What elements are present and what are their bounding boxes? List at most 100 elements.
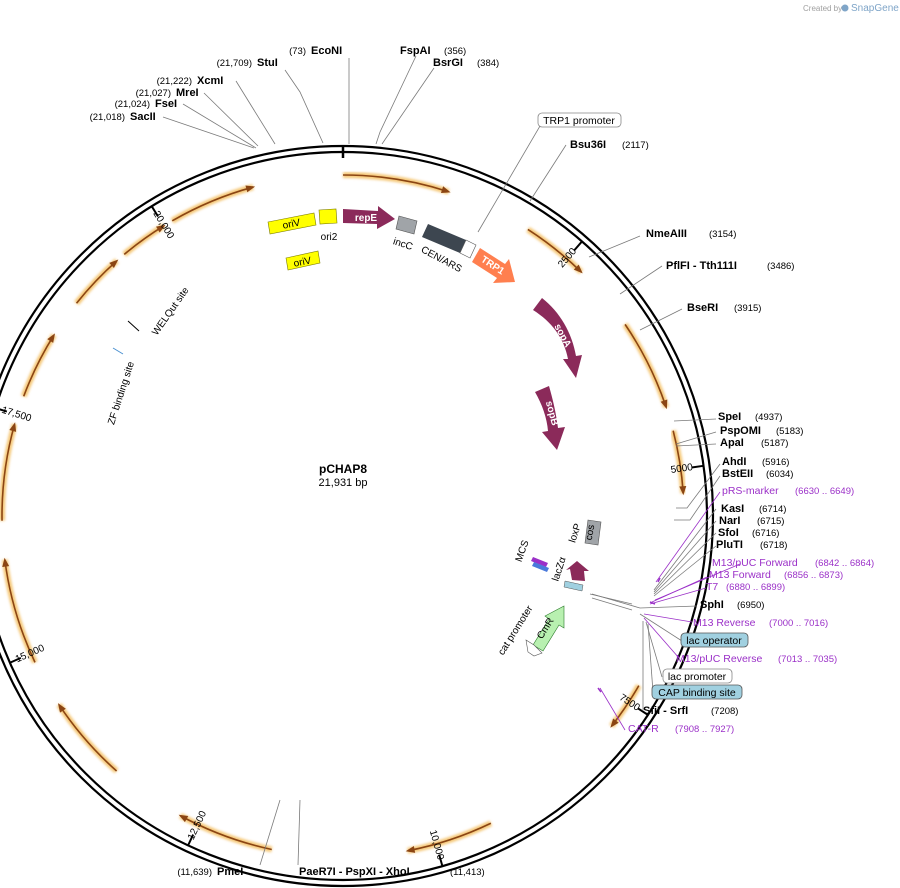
feature-lacza[interactable]: lacZα — [551, 556, 589, 592]
orf-arc[interactable] — [4, 559, 36, 663]
feature-cen-ars[interactable]: CEN/ARS — [419, 224, 477, 275]
feature-oriV-2-label: oriV — [293, 255, 313, 269]
site-mrei-name: MreI — [176, 87, 199, 99]
boxed-cap-binding-site[interactable]: CAP binding site — [651, 684, 743, 700]
boxed-trp1-promoter-label: TRP1 promoter — [543, 115, 615, 127]
site-bseri[interactable]: BseRI (3915) — [687, 302, 761, 314]
site-nmeaiii-pos: (3154) — [709, 229, 736, 240]
site-stui-name: StuI — [257, 57, 278, 69]
site-fsei[interactable]: (21,024) FseI — [115, 98, 177, 110]
site-xcmi-name: XcmI — [197, 75, 223, 87]
site-pflfi[interactable]: PflFI - Tth111I (3486) — [666, 260, 794, 272]
site-bsrgi-pos: (384) — [477, 58, 499, 69]
scale-tick — [691, 464, 704, 469]
site-paer7i[interactable]: PaeR7I - PspXI - XhoI (11,413) — [299, 866, 485, 878]
credit-brand: SnapGene — [851, 3, 899, 14]
site-econi[interactable]: (73) EcoNI — [289, 45, 342, 57]
primer-cat-r-name: CAT-R — [628, 723, 659, 735]
site-econi-pos: (73) — [289, 46, 306, 57]
feature-incC[interactable]: incC — [392, 215, 418, 253]
site-spei[interactable]: SpeI (4937) — [718, 411, 782, 423]
site-bsteii-name: BstEII — [722, 468, 753, 480]
feature-oriV-1[interactable]: oriV — [267, 212, 317, 235]
site-pmei[interactable]: (11,639) PmeI — [177, 866, 243, 878]
feature-oriV-2[interactable]: oriV — [285, 250, 321, 271]
site-stui[interactable]: (21,709) StuI — [217, 57, 278, 69]
site-spei-pos: (4937) — [755, 412, 782, 423]
primer-m13-forward-pos: (6856 .. 6873) — [784, 570, 843, 581]
boxed-lac-operator-label: lac operator — [686, 635, 742, 647]
site-mrei[interactable]: (21,027) MreI — [136, 87, 199, 99]
site-sfoi[interactable]: SfoI (6716) — [718, 527, 779, 539]
site-stui-pos: (21,709) — [217, 58, 252, 69]
primer-m13-forward[interactable]: M13 Forward (6856 .. 6873) — [709, 569, 843, 581]
site-sphi-name: SphI — [700, 599, 724, 611]
orf-arc-glow — [407, 820, 493, 854]
scale-tick — [438, 854, 444, 867]
backbone-inner — [0, 151, 708, 881]
feature-zf[interactable]: ZF binding site — [106, 347, 137, 426]
site-pspomi[interactable]: PspOMI (5183) — [720, 425, 803, 437]
primer-prs-marker[interactable]: pRS-marker (6630 .. 6649) — [722, 485, 854, 497]
boxed-leaders — [477, 125, 683, 693]
boxed-lac-operator[interactable]: lac operator — [680, 632, 749, 648]
primer-m13-puc-forward[interactable]: M13/pUC Forward (6842 .. 6864) — [712, 557, 874, 569]
site-kasi[interactable]: KasI (6714) — [721, 503, 786, 515]
site-sacii[interactable]: (21,018) SacII — [90, 111, 156, 123]
site-nmeaiii[interactable]: NmeAIII (3154) — [646, 228, 736, 240]
feature-trp1[interactable]: TRP1 — [472, 248, 515, 283]
scale-tick-label: 5000 — [670, 462, 694, 476]
site-bsteii[interactable]: BstEII (6034) — [722, 468, 793, 480]
site-sacii-name: SacII — [130, 111, 156, 123]
site-fspai[interactable]: FspAI (356) — [400, 45, 466, 57]
orf-arc[interactable] — [1, 423, 16, 521]
site-sfoi-pos: (6716) — [752, 528, 779, 539]
boxed-lac-promoter[interactable]: lac promoter — [662, 668, 733, 684]
site-apai[interactable]: ApaI (5187) — [720, 437, 788, 449]
primer-m13-puc-reverse[interactable]: M13/pUC Reverse (7013 .. 7035) — [676, 653, 837, 665]
site-nari[interactable]: NarI (6715) — [719, 515, 784, 527]
site-sphi[interactable]: SphI (6950) — [700, 599, 764, 611]
site-xcmi[interactable]: (21,222) XcmI — [157, 75, 224, 87]
feature-mcs[interactable]: MCS — [514, 539, 549, 572]
feature-loxp: loxP — [567, 522, 584, 544]
boxed-trp1-promoter[interactable]: TRP1 promoter — [537, 112, 622, 128]
orf-arrowhead-icon — [573, 264, 583, 274]
primer-t7[interactable]: T7 (6880 .. 6899) — [706, 581, 785, 593]
credit-prefix: Created by — [803, 4, 842, 13]
site-pflfi-pos: (3486) — [767, 261, 794, 272]
site-pluti[interactable]: PluTI (6718) — [716, 539, 787, 551]
orf-arrowhead-icon — [57, 703, 66, 713]
feature-repE[interactable]: repE — [343, 206, 395, 229]
site-bsrgi[interactable]: BsrGI (384) — [433, 57, 499, 69]
site-ahdi[interactable]: AhdI (5916) — [722, 456, 789, 468]
orf-arrowhead-icon — [245, 185, 256, 193]
plasmid-name: pCHAP8 — [319, 462, 367, 476]
primer-m13-reverse[interactable]: M13 Reverse (7000 .. 7016) — [693, 617, 828, 629]
site-fsei-name: FseI — [155, 98, 177, 110]
feature-ori2-label: ori2 — [321, 232, 338, 243]
orf-arrowhead-icon — [440, 186, 451, 193]
primer-m13-puc-reverse-pos: (7013 .. 7035) — [778, 654, 837, 665]
feature-ori2[interactable]: ori2 — [318, 208, 338, 243]
site-nmeaiii-name: NmeAIII — [646, 228, 687, 240]
site-nari-pos: (6715) — [757, 516, 784, 527]
site-sfii-pos: (7208) — [711, 706, 738, 717]
site-bsteii-pos: (6034) — [766, 469, 793, 480]
site-sfii[interactable]: SfiI - SrfI (7208) — [643, 705, 738, 717]
feature-cat-promoter[interactable]: cat promoter — [496, 603, 543, 657]
feature-cmr[interactable]: CmR — [532, 605, 565, 652]
primer-m13-puc-forward-pos: (6842 .. 6864) — [815, 558, 874, 569]
feature-welqut[interactable]: WELQut site — [127, 285, 192, 338]
primer-t7-pos: (6880 .. 6899) — [726, 582, 785, 593]
primer-cat-r[interactable]: CAT-R (7908 .. 7927) — [628, 723, 734, 735]
plasmid-size: 21,931 bp — [319, 477, 368, 489]
feature-cos[interactable]: cos — [584, 519, 602, 546]
feature-sopB[interactable]: sopB — [535, 386, 565, 450]
site-bsu36i[interactable]: Bsu36I (2117) — [570, 139, 649, 151]
feature-sopA[interactable]: sopA — [533, 298, 582, 378]
snapgene-credit: Created by SnapGene — [803, 3, 899, 14]
orf-arc[interactable] — [342, 174, 449, 193]
orf-arrowhead-icon — [9, 422, 17, 432]
